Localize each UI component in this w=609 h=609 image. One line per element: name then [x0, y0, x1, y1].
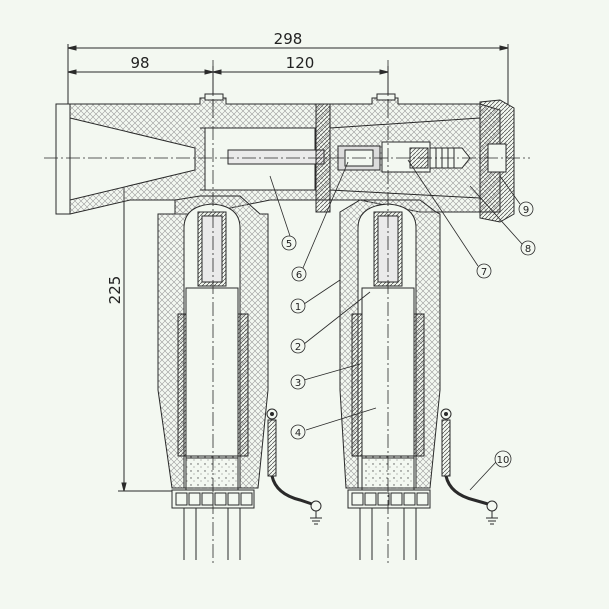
- dim-height: 225: [106, 276, 124, 305]
- callout-3: 3: [290, 374, 306, 390]
- ground-strap-right: [440, 408, 498, 525]
- leader-lines: [269, 159, 523, 491]
- right-leg: [339, 60, 441, 566]
- left-leg: [157, 60, 269, 566]
- callout-8: 8: [520, 240, 536, 256]
- svg-text:6: 6: [296, 270, 302, 281]
- svg-text:2: 2: [295, 342, 301, 353]
- callouts: 1 2 3 4 5 6 7 8: [281, 201, 536, 468]
- callout-6: 6: [291, 266, 307, 282]
- svg-text:9: 9: [523, 205, 529, 216]
- callout-9: 9: [518, 201, 534, 217]
- callout-2: 2: [290, 338, 306, 354]
- svg-text:1: 1: [295, 302, 301, 313]
- callout-5: 5: [281, 235, 297, 251]
- svg-text:5: 5: [286, 239, 292, 250]
- dim-overall-width: 298: [274, 30, 303, 48]
- elbow-housing: [44, 93, 530, 223]
- dim-left-offset: 98: [130, 54, 149, 72]
- svg-text:3: 3: [295, 378, 301, 389]
- callout-10: 10: [494, 450, 512, 468]
- svg-text:8: 8: [525, 244, 531, 255]
- svg-text:7: 7: [481, 267, 487, 278]
- callout-1: 1: [290, 298, 306, 314]
- svg-text:10: 10: [497, 455, 510, 466]
- ground-strap-left: [266, 408, 322, 525]
- dim-center-spacing: 120: [286, 54, 315, 72]
- svg-text:4: 4: [295, 428, 301, 439]
- callout-4: 4: [290, 424, 306, 440]
- callout-7: 7: [476, 263, 492, 279]
